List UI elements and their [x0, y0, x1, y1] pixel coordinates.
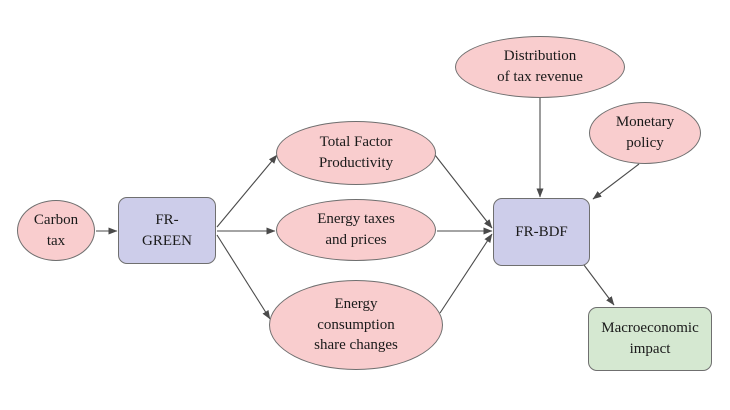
node-total-factor-productivity-label: Total Factor Productivity: [318, 134, 394, 171]
node-macroeconomic-impact-label: Macroeconomic impact: [601, 320, 699, 357]
node-monetary-policy: Monetary policy: [589, 102, 701, 164]
node-distribution-of-tax-revenue-label: Distribution of tax revenue: [497, 48, 583, 85]
edge-fr-bdf-to-macroeconomic-impact: [583, 264, 615, 306]
node-energy-taxes-and-prices: Energy taxes and prices: [276, 199, 436, 261]
node-fr-green: FR- GREEN: [118, 197, 216, 264]
edge-monetary-policy-to-fr-bdf: [592, 163, 640, 200]
node-distribution-of-tax-revenue: Distribution of tax revenue: [455, 36, 625, 98]
node-fr-bdf: FR-BDF: [493, 198, 590, 266]
node-carbon-tax-label: Carbon tax: [33, 211, 79, 249]
node-fr-bdf-label: FR-BDF: [515, 223, 568, 240]
node-energy-taxes-and-prices-label: Energy taxes and prices: [317, 211, 395, 248]
edge-total-factor-productivity-to-fr-bdf: [434, 154, 493, 229]
node-energy-consumption-share-changes-label: Energy consumption share changes: [314, 295, 398, 354]
edge-fr-green-to-total-factor-productivity: [216, 154, 278, 228]
node-carbon-tax: Carbon tax: [17, 200, 95, 261]
edge-fr-green-to-energy-consumption-share-changes: [216, 234, 271, 320]
node-monetary-policy-label: Monetary policy: [615, 114, 675, 151]
node-fr-green-label: FR- GREEN: [142, 211, 192, 249]
node-macroeconomic-impact: Macroeconomic impact: [588, 307, 712, 371]
node-energy-consumption-share-changes: Energy consumption share changes: [269, 280, 443, 370]
edge-energy-consumption-share-changes-to-fr-bdf: [439, 233, 493, 314]
node-total-factor-productivity: Total Factor Productivity: [276, 121, 436, 185]
